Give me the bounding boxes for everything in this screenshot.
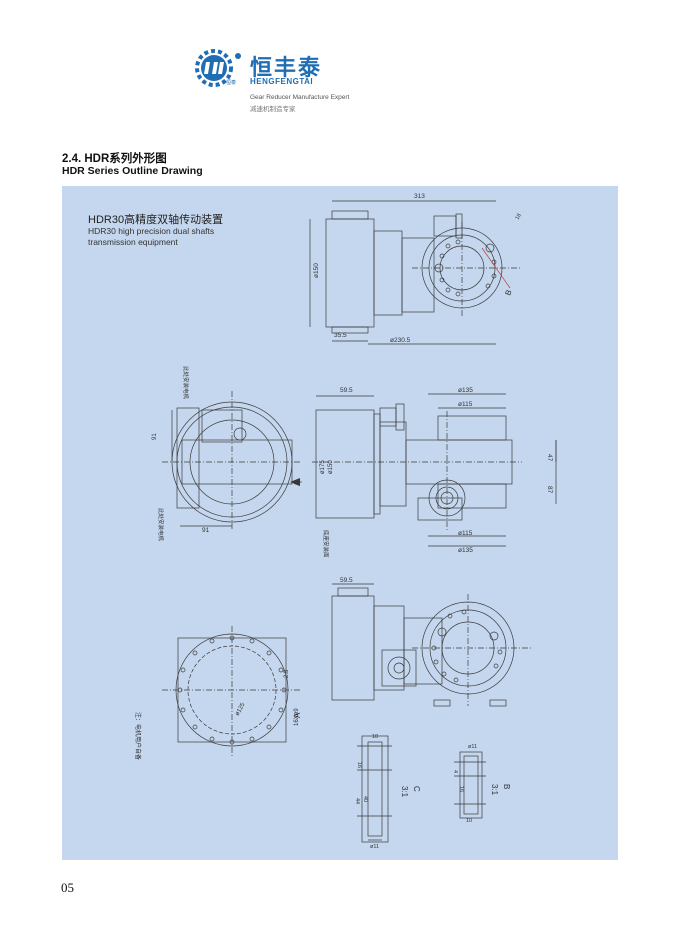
dim-11a: ø11 — [370, 844, 379, 850]
dim-11b: ø11 — [468, 744, 477, 750]
outline-drawing: 313 ø150 35.5 ø230.5 B 18 91 91 此处安装电机 此… — [134, 193, 557, 850]
dim-135a: ø135 — [458, 387, 473, 394]
section-title-cn: 2.4. HDR系列外形图 — [62, 153, 167, 165]
dim-16b: 16 — [458, 786, 464, 792]
dim-59-5b: 59.5 — [340, 577, 353, 584]
note-bottom: 注：电机用户自备 — [134, 712, 142, 760]
dim-150b: ø150 — [328, 460, 334, 474]
front-view — [312, 393, 557, 547]
view-b-label-2: B — [502, 784, 511, 789]
dim-115a: ø115 — [458, 401, 473, 408]
dim-91a: 91 — [152, 433, 158, 440]
section-title-en: HDR Series Outline Drawing — [62, 165, 203, 177]
note-motor-1: 此处安装电机 — [182, 366, 190, 400]
dim-230-5: ø230.5 — [390, 337, 411, 344]
dim-313: 313 — [414, 193, 425, 200]
page-number: 05 — [61, 880, 74, 895]
gear-logo-icon — [195, 49, 233, 87]
shaft-detail-c — [357, 735, 392, 843]
flange-view — [162, 626, 302, 756]
view-c-label: C — [412, 786, 421, 792]
dim-2-5: 2.5 — [284, 669, 290, 678]
ratio-c: 3:1 — [400, 786, 409, 798]
brand-name-en: HENGFENGTAI — [250, 77, 314, 86]
product-title-cn: HDR30高精度双轴传动装置 — [88, 214, 224, 226]
brand-name-cn: 恒丰泰 — [250, 55, 323, 80]
dim-150a: ø150 — [313, 263, 320, 278]
logo-small-text: 恒泰 — [226, 80, 237, 86]
drawing-panel — [62, 186, 618, 860]
tagline-en: Gear Reducer Manufacture Expert — [250, 94, 350, 101]
dim-135b: ø135 — [458, 547, 473, 554]
view-a-label-2: A — [293, 712, 302, 718]
dot-icon — [235, 53, 241, 59]
dim-44: 44 — [354, 798, 360, 804]
dim-16x9: 16Xø9 — [294, 708, 300, 726]
view-a-label-1: A — [293, 480, 302, 486]
top-view — [309, 200, 522, 345]
dim-47: 47 — [546, 454, 553, 462]
company-logo — [195, 49, 241, 87]
product-title-en-line2: transmission equipment — [88, 237, 178, 247]
note-motor-2: 此处安装电机 — [157, 508, 165, 542]
dim-16a: 16 — [356, 762, 362, 768]
tagline-cn: 减速机制造专家 — [250, 106, 296, 113]
dim-18: 18 — [515, 213, 523, 221]
dim-10a: 10 — [372, 734, 378, 740]
dim-175: ø175 — [320, 460, 326, 474]
dim-91b: 91 — [202, 527, 210, 534]
lower-view — [331, 583, 532, 707]
dim-40: 40 — [362, 796, 368, 802]
dim-35-5: 35.5 — [334, 332, 347, 339]
dim-125: ø125 — [235, 702, 247, 717]
left-side-view — [162, 391, 302, 531]
dim-87: 87 — [546, 486, 553, 494]
dim-115b: ø115 — [458, 530, 473, 537]
dim-4: 4 — [452, 770, 458, 773]
dim-10b: 10 — [466, 818, 472, 824]
note-base: 底座安装面 — [322, 530, 330, 558]
shaft-detail-b — [454, 751, 486, 819]
product-title-en-line1: HDR30 high precision dual shafts — [88, 226, 215, 236]
view-b-label-1: B — [503, 289, 513, 297]
dim-59-5a: 59.5 — [340, 387, 353, 394]
ratio-b: 3:1 — [490, 784, 499, 796]
